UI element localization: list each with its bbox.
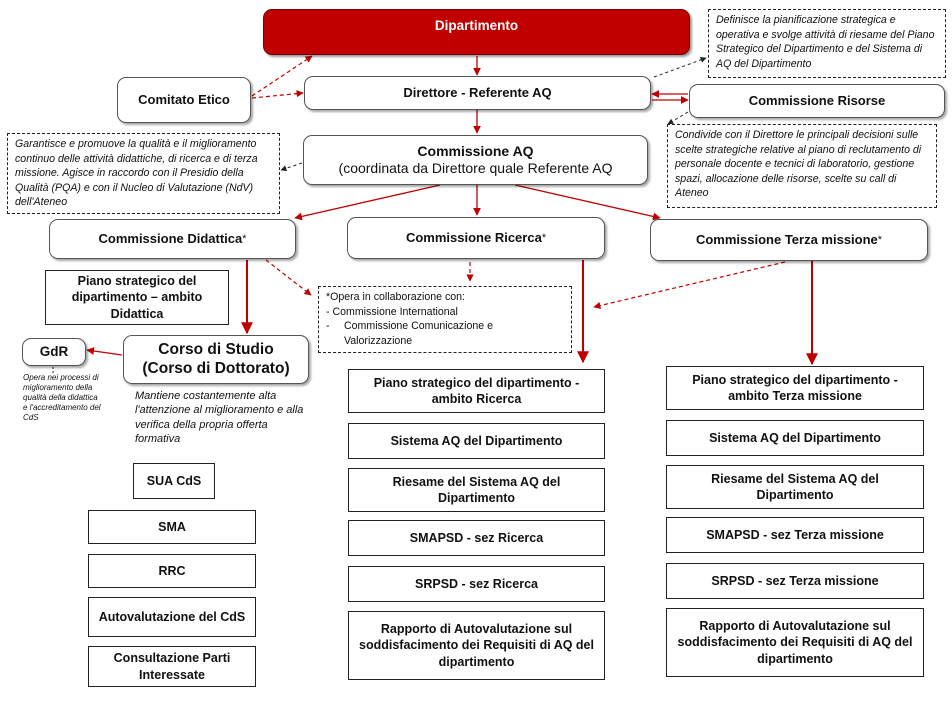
- corso-studio-label: Corso di Studio: [158, 340, 274, 358]
- ricerca-doc-rapporto: Rapporto di Autovalutazione sul soddisfa…: [348, 611, 605, 680]
- direttore-note: Definisce la pianificazione strategica e…: [708, 9, 946, 78]
- consultazione-box: Consultazione Parti Interessate: [88, 646, 256, 687]
- corso-note: Mantiene costantemente alta l'attenzione…: [135, 389, 305, 446]
- terza-doc-rapporto: Rapporto di Autovalutazione sul soddisfa…: [666, 608, 924, 677]
- terza-doc-riesame-label: Riesame del Sistema AQ del Dipartimento: [711, 471, 879, 502]
- collab-item-international: - Commissione International: [326, 305, 458, 318]
- collab-title: *Opera in collaborazione con:: [326, 291, 465, 303]
- gdr-box: GdR: [22, 338, 86, 366]
- collab-item-comunicazione: - Commissione Comunicazione e Valorizzaz…: [326, 319, 564, 348]
- piano-didattica-label: Piano strategico del dipartimento – ambi…: [71, 274, 203, 321]
- arrow-corso-gdr: [86, 347, 123, 356]
- sma-label: SMA: [158, 519, 186, 534]
- ricerca-doc-rapporto-label: Rapporto di Autovalutazione sul soddisfa…: [359, 622, 594, 669]
- ricerca-doc-piano-label: Piano strategico del dipartimento - ambi…: [373, 375, 580, 406]
- arrow-aq-terza: [514, 184, 661, 221]
- commissione-aq-subtitle: (coordinata da Direttore quale Referente…: [338, 160, 613, 176]
- arrow-direttore-note: [653, 57, 707, 78]
- commissione-ricerca-label: Commissione Ricerca: [405, 229, 542, 245]
- commissione-aq-title: Commissione AQ: [417, 142, 534, 159]
- commissione-didattica-box: Commissione Didattica*: [49, 219, 296, 259]
- gdr-note: Opera nei processi di miglioramento dell…: [23, 373, 103, 423]
- direttore-box: Direttore - Referente AQ: [304, 76, 651, 110]
- ricerca-doc-piano: Piano strategico del dipartimento - ambi…: [348, 369, 605, 413]
- ricerca-doc-srpsd: SRPSD - sez Ricerca: [348, 566, 605, 602]
- ricerca-doc-smapsd: SMAPSD - sez Ricerca: [348, 520, 605, 556]
- gdr-note-text: Opera nei processi di miglioramento dell…: [23, 373, 101, 422]
- arrow-comitato-direttore: [251, 90, 304, 99]
- piano-didattica-box: Piano strategico del dipartimento – ambi…: [45, 270, 229, 325]
- commissione-aq-box: Commissione AQ (coordinata da Direttore …: [303, 135, 648, 185]
- corso-note-text: Mantiene costantemente alta l'attenzione…: [135, 390, 304, 445]
- dipartimento-box: Dipartimento: [263, 9, 690, 55]
- risorse-note-text: Condivide con il Direttore le principali…: [675, 129, 922, 200]
- aq-note: Garantisce e promuove la qualità e il mi…: [7, 133, 280, 214]
- ricerca-doc-riesame: Riesame del Sistema AQ del Dipartimento: [348, 468, 605, 512]
- collab-item-comunicazione-text: Commissione Comunicazione e Valorizzazio…: [344, 320, 493, 347]
- sma-box: SMA: [88, 510, 256, 544]
- ricerca-doc-srpsd-label: SRPSD - sez Ricerca: [415, 576, 538, 591]
- commissione-ricerca-box: Commissione Ricerca*: [347, 217, 605, 259]
- consultazione-label: Consultazione Parti Interessate: [113, 651, 231, 682]
- arrow-comitato-dip: [251, 55, 313, 97]
- terza-doc-riesame: Riesame del Sistema AQ del Dipartimento: [666, 465, 924, 509]
- ricerca-doc-sistema-label: Sistema AQ del Dipartimento: [390, 433, 563, 448]
- commissione-terza-label: Commissione Terza missione: [695, 231, 878, 247]
- dipartimento-label: Dipartimento: [434, 18, 519, 33]
- commissione-terza-asterisk: *: [877, 233, 883, 246]
- sua-cds-label: SUA CdS: [146, 473, 202, 488]
- terza-doc-srpsd-label: SRPSD - sez Terza missione: [711, 573, 879, 588]
- arrow-aq-note: [280, 162, 303, 172]
- arrow-terza-collab: [593, 261, 786, 310]
- commissione-didattica-label: Commissione Didattica: [98, 230, 243, 246]
- autovalutazione-cds-label: Autovalutazione del CdS: [98, 609, 246, 624]
- rrc-label: RRC: [158, 563, 186, 578]
- ricerca-doc-sistema: Sistema AQ del Dipartimento: [348, 423, 605, 459]
- terza-doc-piano-label: Piano strategico del dipartimento - ambi…: [692, 372, 898, 403]
- terza-doc-srpsd: SRPSD - sez Terza missione: [666, 563, 924, 599]
- corso-dottorato-label: (Corso di Dottorato): [142, 359, 290, 377]
- arrow-aq-didattica: [294, 184, 441, 221]
- comitato-etico-box: Comitato Etico: [117, 77, 251, 123]
- ricerca-doc-smapsd-label: SMAPSD - sez Ricerca: [409, 530, 544, 545]
- commissione-terza-box: Commissione Terza missione*: [650, 219, 928, 261]
- risorse-note: Condivide con il Direttore le principali…: [667, 124, 937, 208]
- autovalutazione-cds-box: Autovalutazione del CdS: [88, 597, 256, 637]
- terza-doc-smapsd-label: SMAPSD - sez Terza missione: [706, 527, 884, 542]
- terza-doc-piano: Piano strategico del dipartimento - ambi…: [666, 366, 924, 410]
- comitato-etico-label: Comitato Etico: [138, 91, 230, 107]
- collab-note: *Opera in collaborazione con: - Commissi…: [318, 286, 572, 353]
- terza-doc-rapporto-label: Rapporto di Autovalutazione sul soddisfa…: [677, 619, 913, 666]
- arrow-risorse-note: [667, 111, 689, 125]
- commissione-risorse-box: Commissione Risorse: [689, 84, 945, 118]
- commissione-ricerca-asterisk: *: [541, 231, 547, 244]
- terza-doc-sistema: Sistema AQ del Dipartimento: [666, 420, 924, 456]
- sua-cds-box: SUA CdS: [133, 463, 215, 499]
- terza-doc-smapsd: SMAPSD - sez Terza missione: [666, 517, 924, 553]
- terza-doc-sistema-label: Sistema AQ del Dipartimento: [709, 430, 881, 445]
- ricerca-doc-riesame-label: Riesame del Sistema AQ del Dipartimento: [392, 474, 561, 505]
- corso-studio-box: Corso di Studio (Corso di Dottorato): [123, 335, 309, 384]
- commissione-risorse-label: Commissione Risorse: [748, 92, 886, 108]
- commissione-didattica-asterisk: *: [242, 232, 247, 245]
- direttore-label: Direttore - Referente AQ: [403, 84, 552, 100]
- arrow-didattica-collab: [265, 259, 312, 296]
- direttore-note-text: Definisce la pianificazione strategica e…: [716, 14, 935, 70]
- gdr-label: GdR: [39, 344, 69, 360]
- collab-item-dash: -: [326, 320, 330, 333]
- rrc-box: RRC: [88, 554, 256, 588]
- aq-note-text: Garantisce e promuove la qualità e il mi…: [15, 138, 258, 209]
